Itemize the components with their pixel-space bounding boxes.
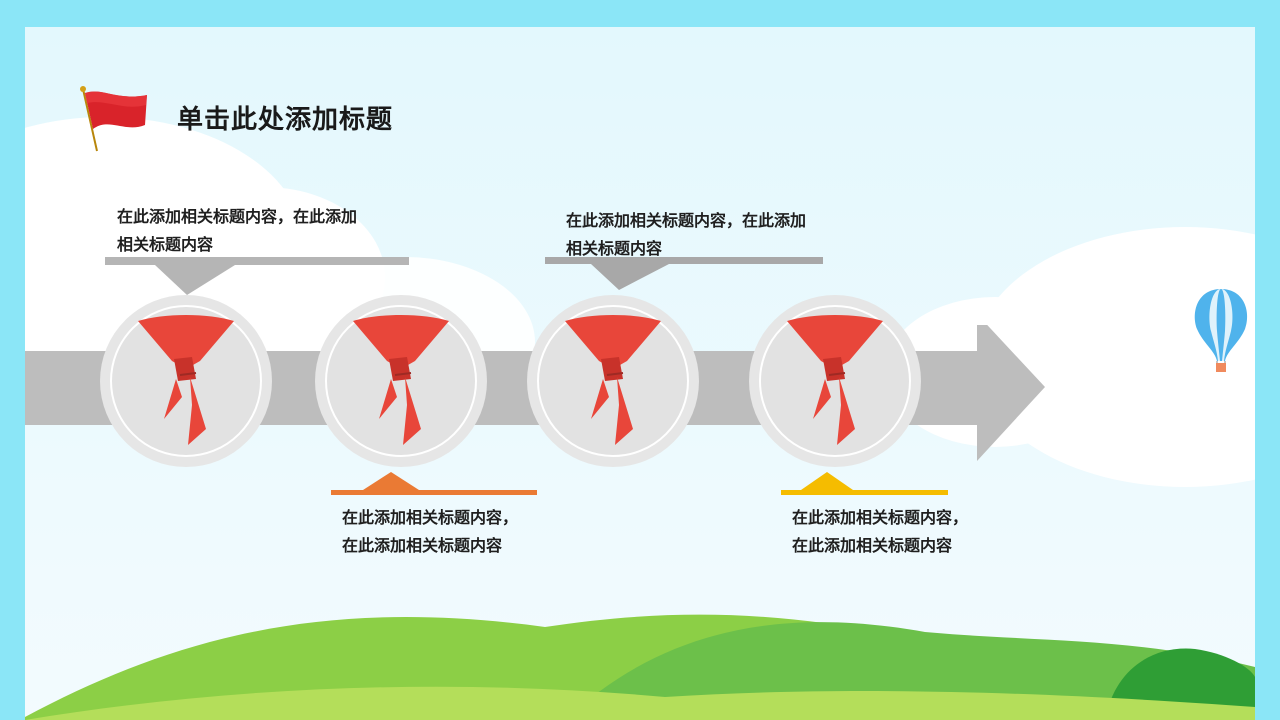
- red-scarf-icon: [138, 315, 234, 445]
- caption-line: 在此添加相关标题内容: [342, 536, 503, 555]
- caption-node-3[interactable]: 在此添加相关标题内容，在此添加 相关标题内容: [566, 207, 806, 263]
- caption-node-2[interactable]: 在此添加相关标题内容， 在此添加相关标题内容: [342, 504, 518, 560]
- connector-bar-1: [105, 257, 409, 295]
- caption-node-1[interactable]: 在此添加相关标题内容，在此添加 相关标题内容: [117, 203, 357, 259]
- timeline-node-4: [749, 295, 921, 467]
- slide-canvas: 单击此处添加标题: [25, 27, 1255, 720]
- caption-line: 在此添加相关标题内容，: [792, 508, 969, 527]
- red-flag-icon: [80, 86, 147, 152]
- caption-line: 在此添加相关标题内容，在此添加: [117, 207, 358, 226]
- caption-line: 在此添加相关标题内容: [792, 536, 953, 555]
- red-scarf-icon: [353, 315, 449, 445]
- caption-line: 在此添加相关标题内容，: [342, 508, 519, 527]
- caption-line: 相关标题内容: [117, 235, 214, 254]
- timeline-node-1: [100, 295, 272, 467]
- red-scarf-icon: [787, 315, 883, 445]
- page-title[interactable]: 单击此处添加标题: [177, 105, 394, 135]
- connector-bar-2: [331, 472, 537, 495]
- green-hills: [25, 614, 1255, 720]
- timeline-node-2: [315, 295, 487, 467]
- red-scarf-icon: [565, 315, 661, 445]
- caption-line: 在此添加相关标题内容，在此添加: [566, 211, 807, 230]
- caption-node-4[interactable]: 在此添加相关标题内容， 在此添加相关标题内容: [792, 504, 968, 560]
- connector-bar-4: [781, 472, 948, 495]
- caption-line: 相关标题内容: [566, 239, 663, 258]
- timeline-node-3: [527, 295, 699, 467]
- hot-air-balloon-icon: [1187, 289, 1255, 380]
- connector-bar-3: [545, 257, 823, 290]
